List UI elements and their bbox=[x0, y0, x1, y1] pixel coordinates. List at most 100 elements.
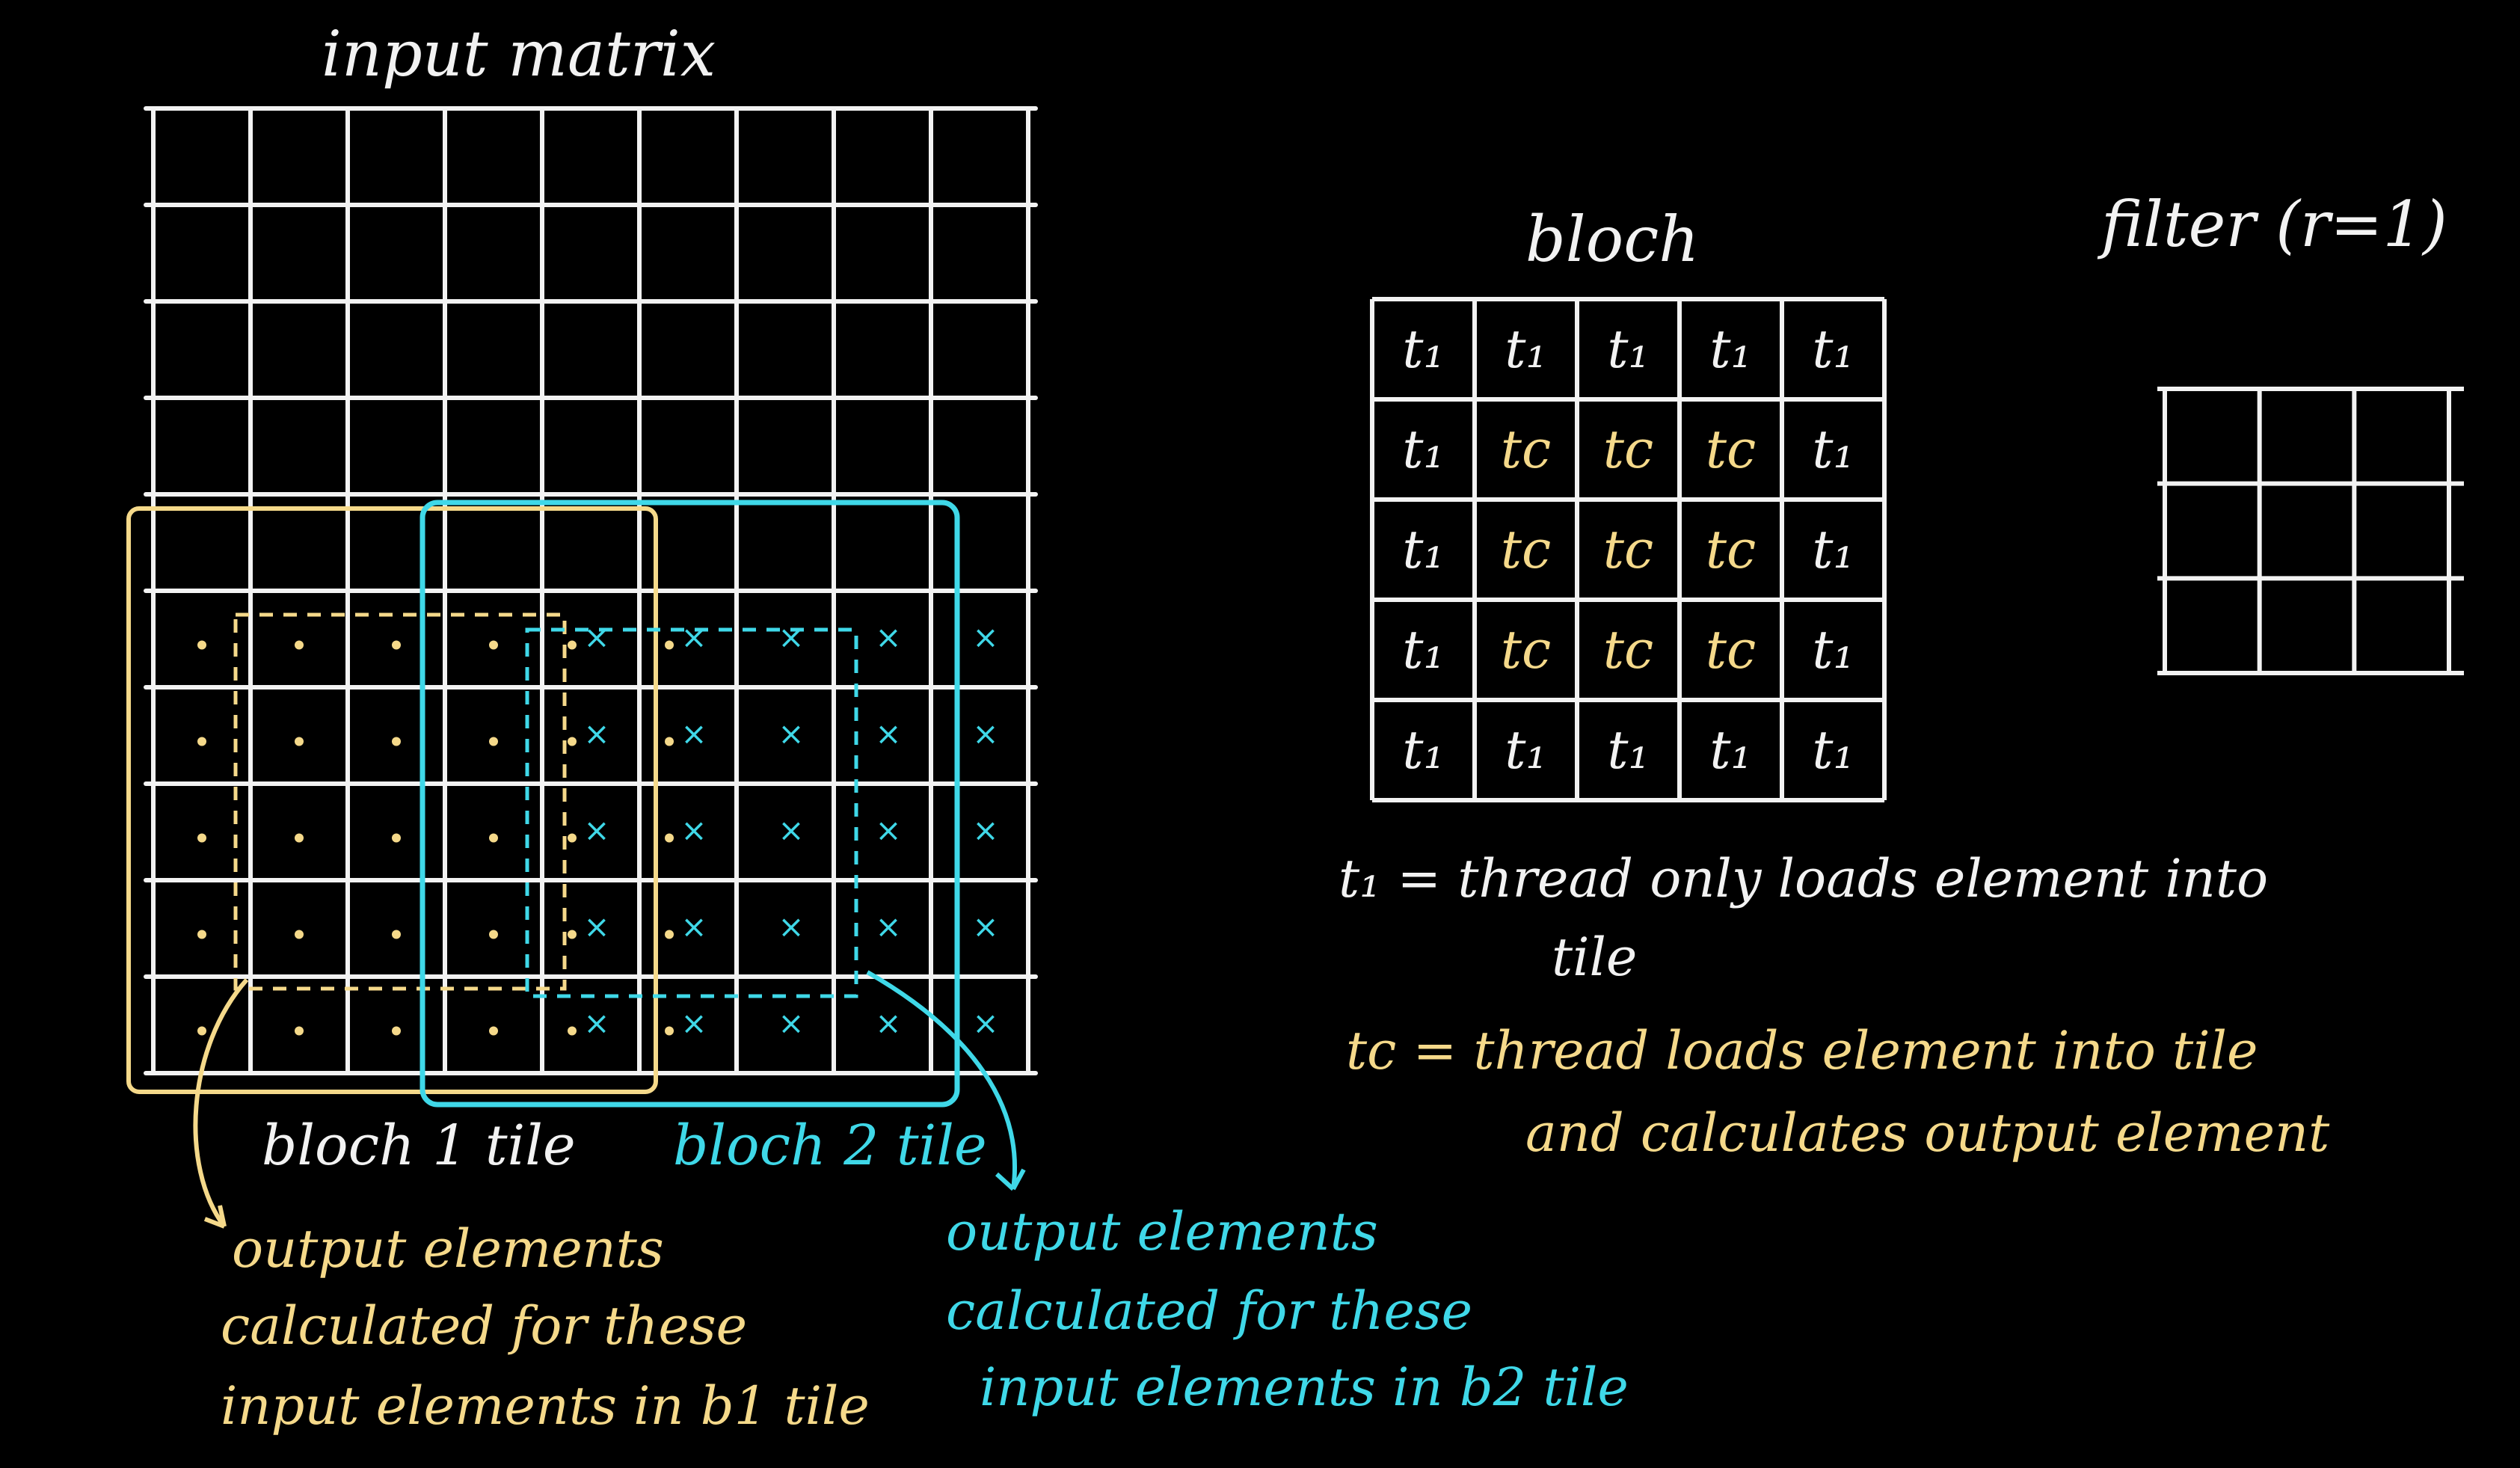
block1-element-dot bbox=[665, 833, 674, 843]
block-cell-3-3: tc bbox=[1705, 619, 1757, 681]
block2-element-x: × bbox=[875, 716, 901, 752]
block-cell-2-0: t₁ bbox=[1402, 519, 1445, 580]
block1-element-dot bbox=[392, 1026, 401, 1036]
legend-tc-line2: and calculates output element bbox=[1525, 1102, 2330, 1164]
block-cell-3-0: t₁ bbox=[1402, 619, 1445, 681]
block-cell-2-3: tc bbox=[1705, 519, 1757, 580]
block-cell-3-2: tc bbox=[1602, 619, 1654, 681]
block1-element-dot bbox=[665, 1026, 674, 1036]
block2-element-x: × bbox=[875, 812, 901, 849]
block2-arrow bbox=[866, 970, 1017, 1190]
block1-element-dot bbox=[665, 737, 674, 746]
block2-element-x: × bbox=[680, 716, 707, 752]
block1-element-dot bbox=[489, 640, 498, 650]
block2-element-x: × bbox=[778, 716, 804, 752]
block-cell-4-1: t₁ bbox=[1505, 719, 1547, 781]
legend-t1-line2: tile bbox=[1552, 927, 1638, 988]
block2-element-x: × bbox=[583, 619, 609, 656]
block-cell-1-4: t₁ bbox=[1812, 419, 1854, 480]
block1-note-line1: output elements bbox=[232, 1218, 664, 1280]
block2-element-x: × bbox=[583, 716, 609, 752]
filter-title: filter (r=1) bbox=[2101, 188, 2447, 261]
block-cell-0-2: t₁ bbox=[1607, 319, 1650, 380]
block1-element-dot bbox=[392, 833, 401, 843]
block2-element-x: × bbox=[875, 909, 901, 945]
block2-element-x: × bbox=[972, 619, 998, 656]
block2-element-x: × bbox=[583, 909, 609, 945]
block1-element-dot bbox=[568, 1026, 577, 1036]
block2-tile-label: bloch 2 tile bbox=[673, 1114, 987, 1178]
block1-tile-outline bbox=[126, 506, 658, 1094]
block1-element-dot bbox=[665, 640, 674, 650]
block-cell-1-0: t₁ bbox=[1402, 419, 1445, 480]
block2-element-x: × bbox=[972, 1005, 998, 1042]
block-cell-0-4: t₁ bbox=[1812, 319, 1854, 380]
block-cell-2-2: tc bbox=[1602, 519, 1654, 580]
block1-element-dot bbox=[295, 1026, 304, 1036]
block-cell-4-3: t₁ bbox=[1709, 719, 1752, 781]
block1-element-dot bbox=[489, 1026, 498, 1036]
block2-element-x: × bbox=[583, 812, 609, 849]
block2-element-x: × bbox=[875, 619, 901, 656]
block1-element-dot bbox=[392, 737, 401, 746]
block1-element-dot bbox=[568, 737, 577, 746]
block1-element-dot bbox=[392, 640, 401, 650]
block1-element-dot bbox=[197, 1026, 206, 1036]
block1-tile-label: bloch 1 tile bbox=[262, 1114, 576, 1178]
block-cell-4-4: t₁ bbox=[1812, 719, 1854, 781]
block-cell-0-3: t₁ bbox=[1709, 319, 1752, 380]
block2-element-x: × bbox=[583, 1005, 609, 1042]
block2-element-x: × bbox=[778, 1005, 804, 1042]
block2-note-line1: output elements bbox=[946, 1201, 1378, 1262]
block2-element-x: × bbox=[778, 619, 804, 656]
filter-grid bbox=[2157, 387, 2464, 675]
block-cell-4-0: t₁ bbox=[1402, 719, 1445, 781]
block1-element-dot bbox=[489, 833, 498, 843]
block-cell-1-2: tc bbox=[1602, 419, 1654, 480]
block1-element-dot bbox=[197, 833, 206, 843]
block1-element-dot bbox=[568, 930, 577, 939]
block2-element-x: × bbox=[680, 1005, 707, 1042]
block2-element-x: × bbox=[680, 812, 707, 849]
block1-element-dot bbox=[568, 833, 577, 843]
block1-element-dot bbox=[568, 640, 577, 650]
block-cell-4-2: t₁ bbox=[1607, 719, 1650, 781]
block2-tile-outline bbox=[420, 500, 960, 1108]
block2-element-x: × bbox=[972, 909, 998, 945]
block2-note-line2: calculated for these bbox=[946, 1280, 1473, 1342]
block2-element-x: × bbox=[875, 1005, 901, 1042]
block1-element-dot bbox=[489, 930, 498, 939]
block-cell-1-1: tc bbox=[1500, 419, 1552, 480]
block1-element-dot bbox=[295, 737, 304, 746]
block-cell-3-1: tc bbox=[1500, 619, 1552, 681]
block2-element-x: × bbox=[778, 812, 804, 849]
block-cell-2-1: tc bbox=[1500, 519, 1552, 580]
block1-element-dot bbox=[197, 640, 206, 650]
block-cell-0-1: t₁ bbox=[1505, 319, 1547, 380]
block1-note-line3: input elements in b1 tile bbox=[221, 1375, 870, 1437]
block-cell-1-3: tc bbox=[1705, 419, 1757, 480]
block1-element-dot bbox=[295, 930, 304, 939]
legend-tc-line1: tc = thread loads element into tile bbox=[1346, 1020, 2258, 1081]
block1-element-dot bbox=[665, 930, 674, 939]
block2-element-x: × bbox=[972, 716, 998, 752]
legend-t1-line1: t₁ = thread only loads element into bbox=[1339, 848, 2269, 909]
input-matrix-title: input matrix bbox=[322, 17, 716, 90]
block1-element-dot bbox=[295, 833, 304, 843]
block1-element-dot bbox=[197, 737, 206, 746]
block1-element-dot bbox=[392, 930, 401, 939]
block2-element-x: × bbox=[972, 812, 998, 849]
block1-output-region bbox=[233, 612, 567, 991]
block2-element-x: × bbox=[680, 909, 707, 945]
block2-output-region bbox=[525, 627, 858, 998]
block1-element-dot bbox=[489, 737, 498, 746]
block1-note-line2: calculated for these bbox=[221, 1295, 748, 1357]
block-cell-0-0: t₁ bbox=[1402, 319, 1445, 380]
block-cell-3-4: t₁ bbox=[1812, 619, 1854, 681]
block-grid bbox=[1370, 297, 1887, 802]
block1-element-dot bbox=[295, 640, 304, 650]
block2-note-line3: input elements in b2 tile bbox=[980, 1357, 1629, 1418]
block2-element-x: × bbox=[680, 619, 707, 656]
